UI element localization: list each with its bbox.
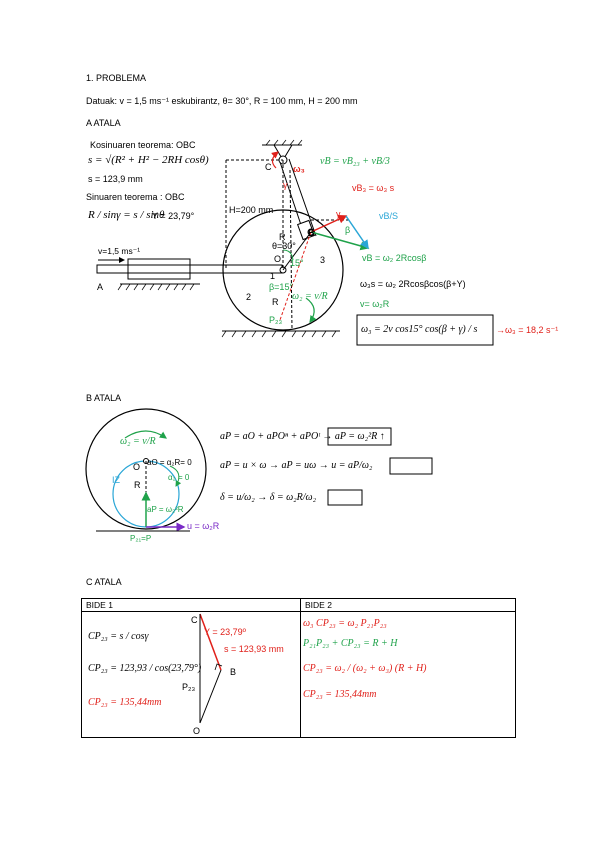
bide2-line4: CP₂₃ = 135,44mm [303, 689, 377, 700]
bide1-line1: CP₂₃ = s / cosγ [88, 631, 149, 642]
point-o-label: O [274, 254, 282, 264]
ap-label: aP = ω₂²R [147, 505, 184, 514]
bide1-line2: CP₂₃ = 123,93 / cos(23,79°) [88, 663, 202, 674]
c-gamma-label: Υ = 23,79º [204, 627, 246, 637]
link-3-number: 3 [320, 255, 326, 265]
bide2-line1: ω₃ CP₂₃ = ω₂ P₂₁P₂₃ [303, 618, 387, 629]
r-label: R [272, 297, 279, 307]
omega3-formula: ω₃ = 2v cos15° cos(β + γ) / s [361, 324, 478, 335]
bide2-line3: CP₂₃ = ω₂ / (ω₂ + ω₃) (R + H) [303, 663, 427, 674]
v-omega2r-equation: v= ω₂R [360, 299, 390, 309]
vb3-equation: vB₃ = ω₃ s [352, 183, 395, 193]
given-data: Datuak: v = 1,5 ms⁻¹ eskubirantz, θ= 30°… [86, 96, 358, 106]
r-label-b: R [134, 480, 141, 490]
link-2-number: 2 [246, 292, 252, 302]
point-c-label: C [265, 162, 272, 172]
gamma-value: Υ = 23,79° [152, 211, 195, 221]
cosine-formula: s = √(R² + H² − 2RH cosθ) [88, 154, 209, 166]
omega3-s-equation: ω₃s = ω₂ 2Rcosβcos(β+Υ) [360, 279, 466, 289]
omega3-label: ω₃ [293, 164, 305, 174]
point-a-label: A [97, 282, 104, 292]
delta-equation: δ = u/ω₂ → δ = ω₂R/ω₂ [220, 492, 317, 503]
point-b-label: B [308, 228, 315, 238]
cosine-theorem-title: Kosinuaren teorema: OBC [90, 140, 196, 150]
r-label-top: R [279, 232, 286, 242]
sine-formula: R / sinγ = s / sinθ [88, 209, 165, 221]
sine-theorem-title: Sinuaren teorema : OBC [86, 192, 185, 202]
ao-label: aO = α₂R= 0 [147, 458, 192, 467]
section-a-heading: A ATALA [86, 118, 121, 128]
c-table: BIDE 1 BIDE 2 [81, 598, 516, 738]
c-point-p23: P₂₃ [182, 682, 196, 692]
p21-label: P₂₁=P [130, 534, 152, 543]
c-point-o: O [193, 726, 201, 736]
omega2-equation: ω₂ = v/R [292, 291, 328, 302]
s-value: s = 123,9 mm [88, 174, 143, 184]
omega3-result: →ω₃ = 18,2 s⁻¹ [496, 325, 559, 335]
iz-label: IZ [112, 475, 120, 485]
p23-label: P₂₃ [269, 315, 283, 325]
section-c-heading: C ATALA [86, 577, 122, 587]
o-label-b: O [133, 462, 141, 472]
beta-small-label: β [345, 225, 351, 235]
angle-15-label: 15° [290, 258, 304, 268]
c-s-label: s = 123,93 mm [224, 644, 284, 654]
bide2-line2: P₂₁P₂₃ + CP₂₃ = R + H [303, 638, 398, 649]
c-point-c: C [191, 615, 198, 625]
omega2-label-b: ω₂ = v/R [120, 436, 156, 447]
u-label: u = ω₂R [187, 521, 220, 531]
c-point-b: B [230, 667, 237, 677]
accel-equation-1: aP = aO + aPOⁿ + aPOᵗ → aP = ω₂²R ↑ [220, 431, 385, 442]
theta-label: θ=30° [272, 241, 296, 251]
problem-title: 1. PROBLEMA [86, 73, 147, 83]
bide1-cell [81, 611, 301, 738]
bide1-line3: CP₂₃ = 135,44mm [88, 697, 162, 708]
vbs-label: vB/S [379, 211, 399, 221]
vb-omega2-equation: vB = ω₂ 2Rcosβ [362, 253, 427, 263]
link-1-number: 1 [270, 271, 276, 281]
beta-15-label: β=15° [269, 282, 294, 292]
bide2-cell [300, 611, 516, 738]
height-label: H=200 mm [229, 205, 274, 215]
accel-equation-2: aP = u × ω → aP = uω → u = aP/ω₂ [220, 460, 373, 471]
velocity-label: v=1,5 ms⁻¹ [98, 246, 141, 256]
alpha2-label: α₂ = 0 [168, 473, 190, 482]
gamma-at-b: γ [336, 209, 341, 219]
section-b-heading: B ATALA [86, 393, 122, 403]
velocity-vector-equation: vB = vB₂₃ + vB/3 [320, 156, 390, 167]
gamma-small-label: γ [283, 180, 288, 190]
